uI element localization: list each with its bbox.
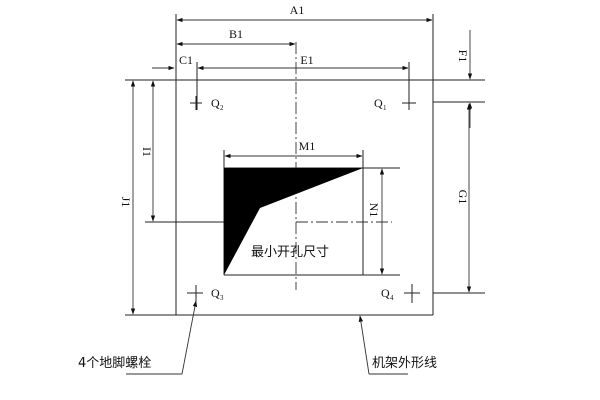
frame-outline bbox=[125, 14, 485, 316]
label-J1: J1 bbox=[119, 197, 133, 208]
label-B1: B1 bbox=[229, 27, 243, 41]
bolt-q3-label: Q 3 bbox=[211, 286, 224, 302]
anchor-bolts-callout: 4个地脚螺栓 bbox=[78, 355, 151, 371]
bolt-q4-cross bbox=[404, 284, 420, 303]
bolt-q1-cross bbox=[402, 96, 416, 110]
leader-frame-outline bbox=[358, 315, 408, 375]
svg-text:Q: Q bbox=[211, 286, 220, 300]
label-N1: N1 bbox=[367, 203, 381, 218]
leader-anchor-bolts bbox=[126, 300, 198, 375]
svg-text:3: 3 bbox=[220, 294, 224, 302]
svg-text:Q: Q bbox=[374, 96, 383, 110]
label-M1: M1 bbox=[299, 139, 316, 153]
svg-text:Q: Q bbox=[211, 96, 220, 110]
svg-text:Q: Q bbox=[381, 286, 390, 300]
label-G1: G1 bbox=[456, 190, 470, 205]
svg-text:4: 4 bbox=[390, 294, 394, 302]
frame-outline-callout: 机架外形线 bbox=[372, 356, 437, 371]
label-A1: A1 bbox=[290, 3, 305, 17]
label-I1: I1 bbox=[140, 147, 154, 157]
svg-text:2: 2 bbox=[220, 104, 224, 112]
label-C1: C1 bbox=[179, 53, 193, 67]
min-opening bbox=[223, 150, 400, 276]
bolt-q2-label: Q 2 bbox=[211, 96, 224, 112]
min-opening-label: 最小开孔尺寸 bbox=[251, 245, 329, 260]
filled-opening-shape bbox=[224, 168, 363, 275]
label-E1: E1 bbox=[300, 53, 313, 67]
bolt-q1-label: Q 1 bbox=[374, 96, 387, 112]
bolt-q2-cross bbox=[190, 96, 202, 110]
svg-text:1: 1 bbox=[383, 104, 387, 112]
bolt-q3-cross bbox=[187, 285, 203, 301]
label-F1: F1 bbox=[456, 50, 470, 63]
bolt-q4-label: Q 4 bbox=[381, 286, 394, 302]
